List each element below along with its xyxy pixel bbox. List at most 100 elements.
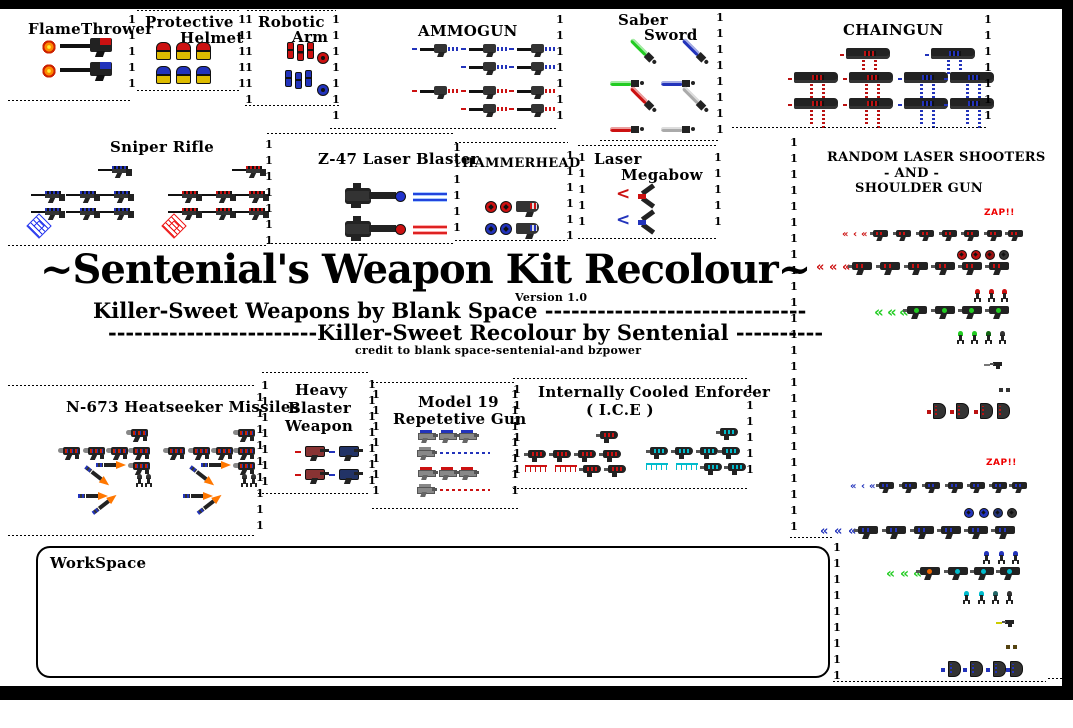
sprite-helmet [196,66,211,84]
dashed-border-horizontal [330,128,558,129]
sprite-sniper [235,205,269,220]
sprite-mv [992,591,999,604]
sprite-spk [1010,661,1023,677]
sprite-ice [579,463,606,477]
sprite-agun [412,40,460,57]
sprite-cgun [944,70,996,104]
sprite-lm [985,260,1013,275]
sprite-sniper [100,205,134,220]
dashed-border-horizontal [790,537,833,538]
sprite-dash [295,451,301,453]
dashed-border-horizontal [8,245,267,246]
sprite-ice [596,429,623,443]
page-title: ~Sentenial's Weapon Kit Recolour~ [40,246,811,293]
dashed-border-horizontal [372,508,520,509]
sprite-ice [724,461,751,475]
sprite-m19 [459,430,479,443]
sprite-chev: « [850,481,857,492]
sprite-arm [305,70,312,87]
sprite-hb [303,467,329,484]
sprite-spk [948,661,961,677]
dashed-border-horizontal [137,90,240,91]
sprite-ballS [1007,508,1017,518]
dashed-border-horizontal [8,385,256,386]
sprite-dline [440,489,490,491]
sprite-ballS [979,508,989,518]
sprite-m19 [439,467,459,480]
sprite-zap: ZAP!! [986,458,1017,468]
sprite-dash [329,474,335,476]
sprite-m19 [417,484,437,497]
sprite-sabH [661,122,695,138]
sprite-lm [931,260,959,275]
sprite-helmet [156,42,171,60]
sprite-ballS [971,250,981,260]
sprite-hgun [516,198,546,217]
sprite-sniper [235,188,269,203]
section-title-m19-line2: Repetetive Gun [393,410,527,428]
sprite-ls [984,228,1006,241]
sprite-mh [201,461,231,470]
sprite-dot [1006,388,1010,392]
sprite-mv [957,331,964,344]
dashed-border-horizontal [578,145,716,146]
sprite-ice [574,448,601,462]
sprite-ice [599,448,626,462]
sprite-chev: « [861,229,868,240]
sprite-launcher [126,426,152,443]
sprite-launcher [233,459,259,476]
sprite-launcher [58,444,84,461]
sprite-agun [509,40,557,57]
sprite-lg [958,304,986,319]
dashed-border-horizontal [372,382,515,383]
sprite-m19 [417,447,437,460]
sprite-sniper [66,205,100,220]
sprite-ls [961,228,983,241]
sprite-mv [998,551,1005,564]
sprite-ice [524,448,551,462]
dashed-border-horizontal [267,133,453,134]
sprite-lg [931,304,959,319]
sprite-ls [1005,228,1027,241]
section-title-z47: Z-47 Laser Blaster [318,150,479,168]
sprite-spk [956,403,969,419]
sprite-chev: < [616,184,631,204]
sprite-ls [922,480,944,493]
sprite-mv [985,331,992,344]
sprite-sniper [100,188,134,203]
dashed-border-horizontal [8,535,256,536]
sprite-flame [42,40,56,54]
credit-line-1: Killer-Sweet Weapons by Blank Space ----… [93,298,807,323]
sprite-ice [696,445,723,459]
sprite-lm [848,260,876,275]
sprite-ball [500,201,512,213]
sprite-agun [509,58,557,75]
sprite-ls [870,228,892,241]
sprite-mv [1001,289,1008,302]
sprite-flame [42,64,56,78]
dashed-border-horizontal [8,100,130,101]
sprite-m19 [459,467,479,480]
dashed-border-horizontal [578,238,716,239]
sprite-ls [939,228,961,241]
sprite-mv [241,474,248,487]
section-title-saber-line1: Saber [618,11,668,29]
sprite-arm [285,70,292,87]
sprite-mv [136,474,143,487]
sprite-dash [996,622,1002,624]
dashed-border-horizontal [1048,678,1071,679]
sprite-sniper [31,188,65,203]
sprite-ls [989,480,1011,493]
sprite-lg [996,565,1024,580]
sprite-tgun [1002,618,1016,627]
sprite-ballS [993,508,1003,518]
sprite-launcher [128,444,154,461]
